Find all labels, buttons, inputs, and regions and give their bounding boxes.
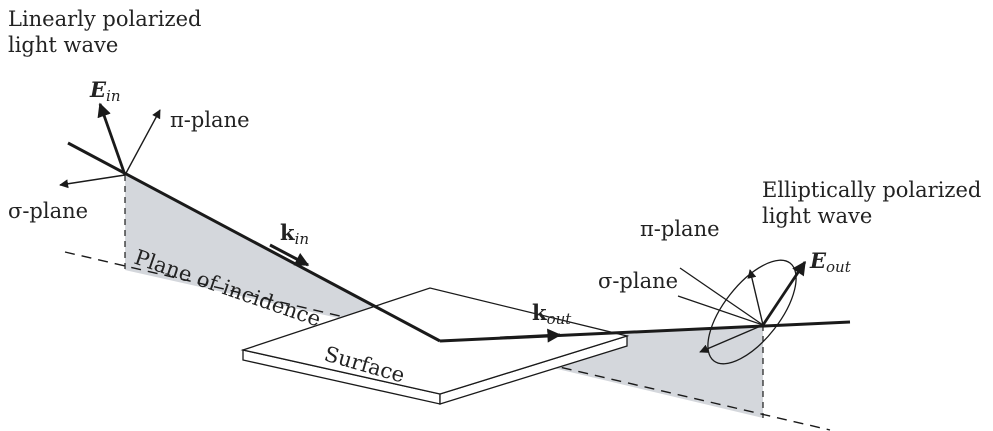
sigma-plane-right-vector — [699, 324, 764, 353]
e-out-main: E — [809, 248, 827, 273]
e-in-sub: in — [106, 87, 120, 105]
outgoing-wave-label: Elliptically polarized light wave — [762, 178, 988, 228]
e-in-label: Ein — [89, 77, 120, 105]
e-out-sub: out — [826, 258, 852, 276]
outgoing-wave-line-2: light wave — [762, 204, 872, 228]
sigma-plane-left-label: σ-plane — [8, 199, 88, 223]
incident-wave-label: Linearly polarized light wave — [8, 7, 208, 57]
k-in-sub: in — [295, 230, 309, 248]
incident-beam — [67, 141, 441, 343]
k-in-label: kin — [280, 220, 309, 248]
k-in-main: k — [280, 220, 295, 245]
pi-plane-left-vector — [124, 109, 161, 176]
k-in-arrow — [269, 243, 310, 267]
polarization-ellipse — [707, 259, 797, 365]
incident-wave-line-2: light wave — [8, 33, 118, 57]
sigma-plane-right-pointer — [677, 295, 764, 326]
outgoing-wave-line-1: Elliptically polarized — [762, 178, 981, 202]
sigma-plane-right-label: σ-plane — [598, 269, 678, 293]
incident-wave-line-1: Linearly polarized — [8, 7, 201, 31]
surface-top-face — [240, 287, 630, 395]
e-out-vector — [761, 260, 807, 326]
e-in-vector — [97, 102, 127, 176]
pi-plane-right-label: π-plane — [640, 217, 720, 241]
e-out-label: Eout — [809, 248, 852, 276]
k-out-sub: out — [547, 310, 573, 328]
pi-plane-left-label: π-plane — [170, 108, 250, 132]
k-out-arrow — [499, 328, 562, 343]
k-out-main: k — [532, 300, 547, 325]
sigma-plane-left-vector — [59, 174, 126, 189]
pi-plane-right-pointer — [679, 267, 764, 326]
pi-plane-right-vector — [747, 269, 764, 326]
e-in-main: E — [89, 77, 107, 102]
k-out-label: kout — [532, 300, 572, 328]
